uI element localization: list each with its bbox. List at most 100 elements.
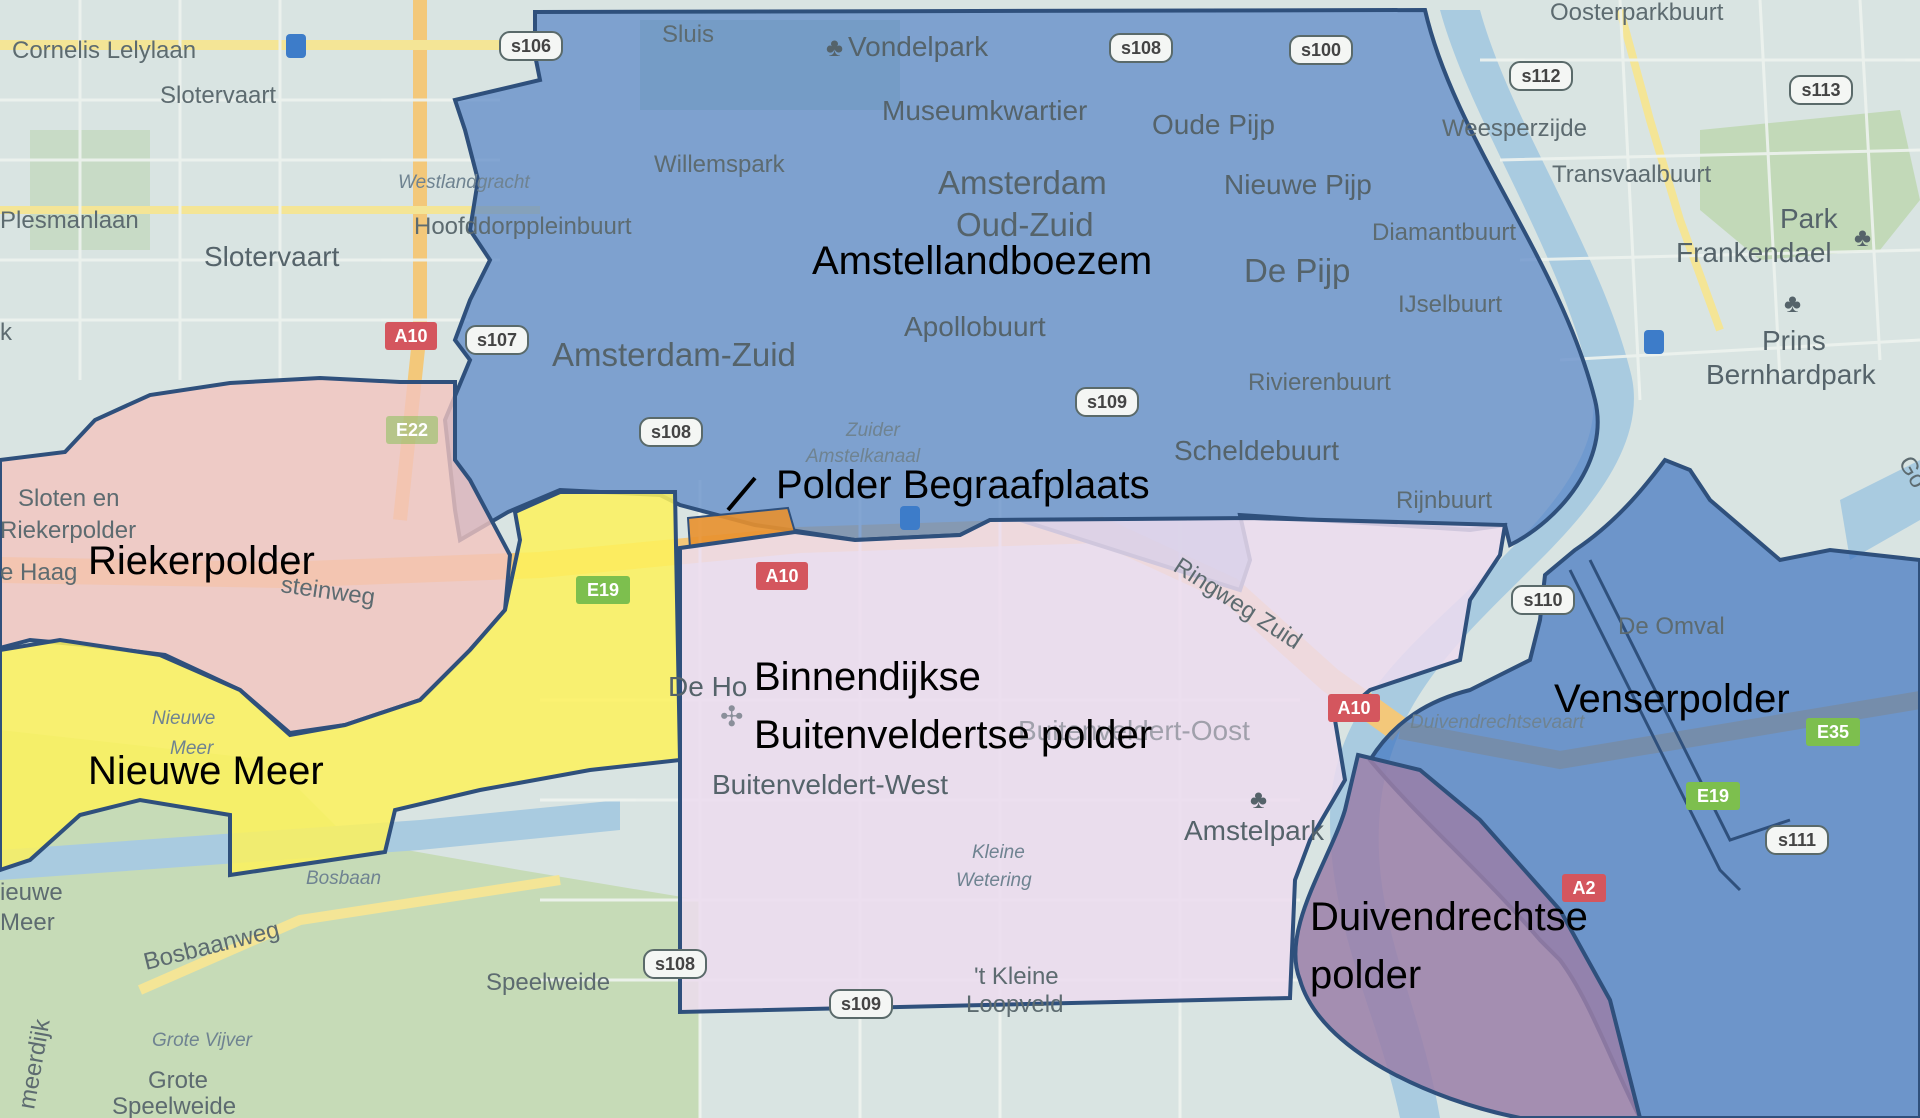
shield-label: s109	[1087, 392, 1127, 412]
region-label-duivendrechtse-line2: polder	[1310, 953, 1421, 997]
region-label-duivendrechtse-line1: Duivendrechtse	[1310, 895, 1588, 939]
road-shield: s106	[499, 31, 563, 61]
euro-route-shield: E35	[1806, 718, 1860, 746]
shield-label: s107	[477, 330, 517, 350]
district-label: Nieuwe Pijp	[1224, 169, 1372, 200]
park-label: Grote	[148, 1067, 208, 1094]
district-label: Hoofddorppleinbuurt	[414, 213, 632, 240]
polder-regions	[0, 7, 1920, 1118]
shield-label: s108	[651, 422, 691, 442]
shield-label: E35	[1817, 722, 1849, 742]
road-shield: s109	[829, 989, 893, 1019]
shield-label: E19	[1697, 786, 1729, 806]
region-labels: Amstellandboezem Polder Begraafplaats Ri…	[88, 239, 1790, 997]
district-label: Amsterdam	[938, 164, 1107, 201]
shield-label: A2	[1572, 878, 1595, 898]
district-label: De Pijp	[1244, 252, 1350, 289]
district-label: Scheldebuurt	[1174, 435, 1339, 466]
motorway-shield: A2	[1562, 874, 1606, 902]
street-label: Zuider	[845, 420, 901, 441]
water-label: Kleine	[972, 842, 1025, 863]
water-label: Duivendrechtsevaart	[1410, 712, 1585, 733]
water-label: Wetering	[956, 870, 1032, 891]
shield-label: s111	[1778, 830, 1816, 850]
shield-label: E22	[396, 420, 428, 440]
shield-label: s108	[1121, 38, 1161, 58]
shield-label: s100	[1301, 40, 1341, 60]
water-label: Bosbaan	[306, 868, 381, 889]
shield-label: s106	[511, 36, 551, 56]
shield-label: A10	[1337, 698, 1370, 718]
euro-route-shield: E19	[576, 576, 630, 604]
district-label: Rijnbuurt	[1396, 487, 1492, 514]
road-shield: s108	[643, 949, 707, 979]
road-shield: s112	[1509, 61, 1573, 91]
shield-label: s109	[841, 994, 881, 1014]
park-label: Park	[1780, 203, 1839, 234]
shield-label: E19	[587, 580, 619, 600]
district-label: Oosterparkbuurt	[1550, 0, 1724, 26]
park-label: Vondelpark	[848, 31, 989, 62]
shield-label: s108	[655, 954, 695, 974]
begraafplaats-pointer	[726, 476, 757, 512]
district-label: Willemspark	[654, 151, 786, 178]
euro-route-shield: E22	[386, 416, 438, 444]
park-label: Frankendael	[1676, 237, 1832, 268]
district-label: Slotervaart	[204, 241, 340, 272]
district-label: Slotervaart	[160, 82, 276, 109]
region-label-amstellandboezem: Amstellandboezem	[812, 239, 1152, 283]
motorway-shield: A10	[1328, 694, 1380, 722]
park-label: Amstelpark	[1184, 815, 1325, 846]
district-label: Oude Pijp	[1152, 109, 1275, 140]
shield-label: s112	[1521, 66, 1560, 86]
district-label: Sloten en	[18, 485, 119, 512]
street-label: Westlandgracht	[398, 172, 530, 193]
region-label-binnendijkse-line2: Buitenveldertse polder	[754, 713, 1152, 757]
district-label: Oud-Zuid	[956, 206, 1094, 243]
water-label: Meer	[170, 738, 214, 759]
district-label: Diamantbuurt	[1372, 219, 1516, 246]
venserpolder-channel-right	[1588, 559, 1791, 842]
park-label: Bernhardpark	[1706, 359, 1877, 390]
road-shield: s111	[1765, 825, 1829, 855]
road-shield: s113	[1789, 75, 1853, 105]
road-shields: s106 s108 s100 s112 s113 s107 s109 s108 …	[286, 31, 1871, 1019]
district-label: Transvaalbuurt	[1552, 161, 1712, 188]
binnendijkse-area	[678, 515, 1508, 1015]
transit-icon	[1644, 330, 1664, 354]
park-label: Prins	[1762, 325, 1826, 356]
nieuwe-meer-area	[0, 490, 683, 878]
park-label: Speelweide	[112, 1093, 236, 1118]
water-label: Amstelkanaal	[805, 446, 921, 467]
park-label: Speelweide	[486, 969, 610, 996]
region-label-binnendijkse-line1: Binnendijkse	[754, 655, 981, 699]
street-label: Plesmanlaan	[0, 207, 139, 234]
district-label: Museumkwartier	[882, 95, 1087, 126]
district-label: Weesperzijde	[1442, 115, 1587, 142]
road-shield: s110	[1511, 585, 1575, 615]
transit-icon	[900, 506, 920, 530]
region-label-polder-begraafplaats: Polder Begraafplaats	[776, 463, 1150, 507]
district-label: Rivierenbuurt	[1248, 369, 1391, 396]
park-label: 't Kleine	[974, 963, 1059, 990]
water-label: Nieuwe	[152, 708, 215, 729]
euro-route-shield: E19	[1686, 782, 1740, 810]
district-label: k	[0, 319, 13, 346]
road-shield: s100	[1289, 35, 1353, 65]
water-label: Meer	[0, 909, 55, 936]
tree-icon: ♣	[1784, 288, 1801, 318]
road-shield: s109	[1075, 387, 1139, 417]
tree-icon: ♣	[1250, 784, 1267, 814]
district-label: Buitenveldert-Oost	[1018, 715, 1250, 746]
region-label-riekerpolder: Riekerpolder	[88, 539, 315, 583]
district-label: De Ho	[668, 671, 747, 702]
road-shield: s108	[1109, 33, 1173, 63]
street-label: e Haag	[0, 559, 77, 586]
tree-icon: ♣	[826, 32, 843, 62]
road-shield: s107	[465, 325, 529, 355]
district-label: Sluis	[662, 21, 714, 48]
venserpolder-channel-left	[1568, 569, 1742, 892]
park-label: Loopveld	[966, 991, 1063, 1018]
